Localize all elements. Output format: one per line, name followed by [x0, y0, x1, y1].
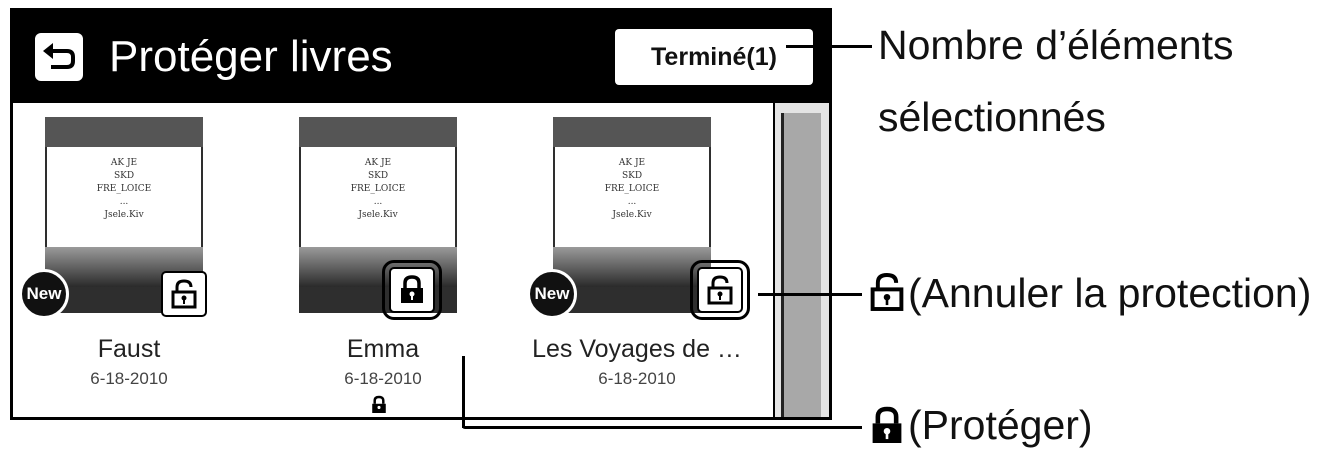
callout-lock-label: (Protéger) [908, 402, 1093, 448]
book-title: Emma [346, 335, 420, 363]
callout-count-line2: sélectionnés [878, 94, 1106, 140]
padlock-closed-icon [401, 275, 423, 303]
leader-line-count [786, 45, 872, 48]
book-date: 6-18-2010 [90, 369, 168, 388]
leader-line-unlock [758, 293, 862, 296]
padlock-open-icon [870, 273, 904, 311]
book-date: 6-18-2010 [598, 369, 676, 388]
scrollbar-thumb[interactable] [781, 113, 821, 417]
book-title: Faust [97, 335, 161, 363]
book-date: 6-18-2010 [344, 369, 422, 388]
scrollbar-track[interactable] [773, 103, 829, 417]
callout-count-line1: Nombre d’éléments [878, 22, 1234, 68]
lock-toggle-button[interactable] [382, 260, 442, 320]
back-arrow-icon [43, 43, 75, 69]
leader-line-lock-horizontal [462, 426, 862, 429]
protected-status-icon [372, 395, 386, 413]
title-bar: Protéger livres Terminé(1) [13, 11, 829, 103]
callout-unlock-label: (Annuler la protection) [908, 270, 1312, 316]
new-badge: New [527, 269, 577, 319]
book-title: Les Voyages de … [532, 335, 742, 363]
page-title: Protéger livres [109, 32, 393, 81]
padlock-closed-icon [872, 406, 902, 443]
unlock-toggle-button[interactable] [690, 260, 750, 320]
padlock-open-icon [171, 279, 197, 309]
unlock-toggle-button[interactable] [161, 271, 207, 317]
back-button[interactable] [35, 33, 83, 81]
done-button[interactable]: Terminé(1) [615, 29, 813, 85]
padlock-open-icon [707, 275, 733, 305]
new-badge: New [19, 269, 69, 319]
leader-line-lock-vertical [462, 356, 465, 428]
